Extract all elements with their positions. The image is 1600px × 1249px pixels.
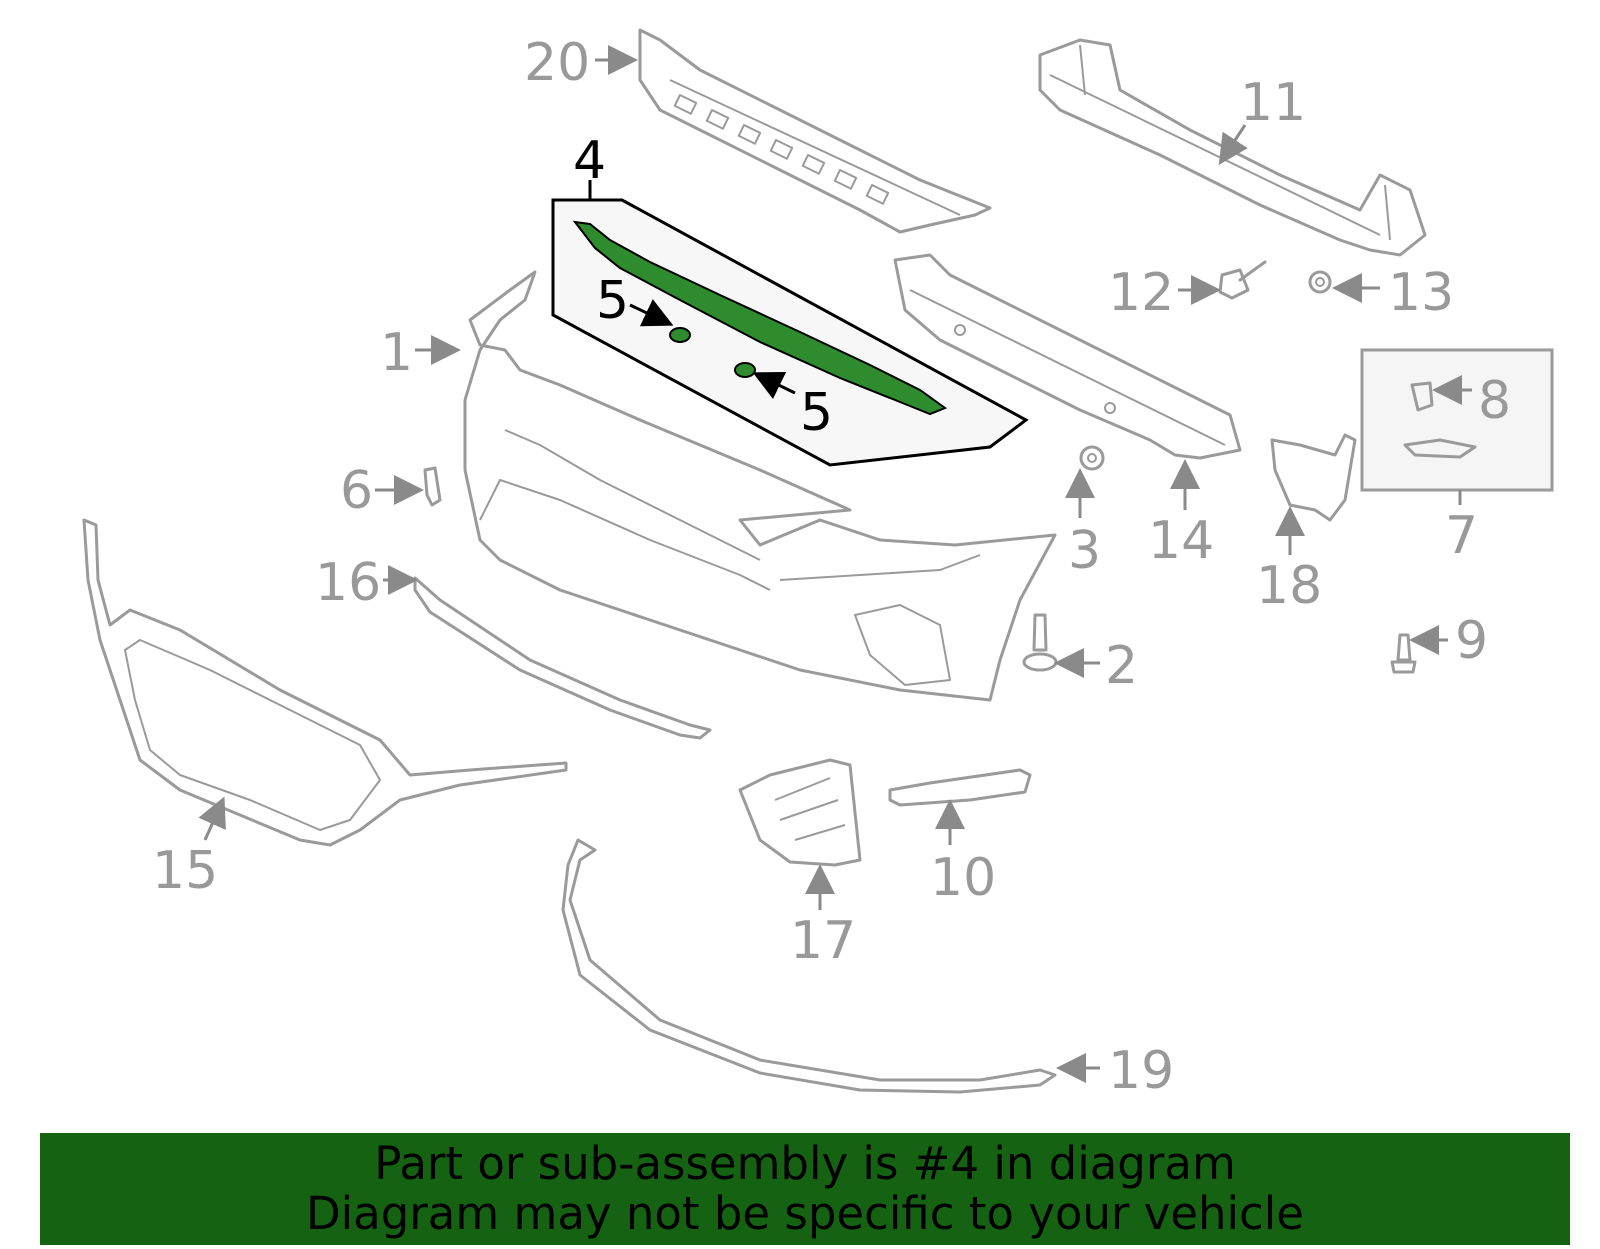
part-15-grille — [82, 518, 568, 847]
part-7-kit-box — [1360, 348, 1554, 492]
info-banner: Part or sub-assembly is #4 in diagram Di… — [40, 1133, 1570, 1245]
callout-4: 4 — [573, 131, 606, 191]
part-16-molding — [413, 576, 712, 740]
part-19-lower-molding — [561, 838, 1057, 1094]
callout-15: 15 — [152, 841, 218, 901]
callout-6: 6 — [340, 461, 373, 521]
callout-13: 13 — [1388, 263, 1454, 323]
callout-12: 12 — [1108, 263, 1174, 323]
callout-17: 17 — [790, 911, 856, 971]
part-2-screw — [1022, 613, 1058, 672]
part-1-bumper-cover — [463, 270, 1057, 702]
part-18-side-bracket — [1270, 433, 1357, 522]
banner-line-disclaimer: Diagram may not be specific to your vehi… — [306, 1187, 1304, 1240]
banner-line-part: Part or sub-assembly is #4 in diagram — [374, 1137, 1236, 1190]
part-12-bolt — [1218, 260, 1267, 300]
callout-1: 1 — [380, 323, 413, 383]
part-20-upper-bracket — [638, 28, 992, 234]
leader-lines — [198, 45, 1472, 1083]
callout-5-lower: 5 — [800, 383, 833, 443]
callout-8: 8 — [1478, 371, 1511, 431]
part-6-clip — [423, 466, 442, 507]
part-17-fog-cover — [738, 758, 862, 867]
callout-18: 18 — [1256, 556, 1322, 616]
part-9-screw — [1390, 633, 1417, 674]
callout-11: 11 — [1240, 73, 1306, 133]
callout-19: 19 — [1108, 1041, 1174, 1101]
callout-20: 20 — [524, 33, 590, 93]
part-14-absorber — [893, 253, 1242, 460]
part-4-molding-highlight — [572, 220, 948, 416]
callout-9: 9 — [1455, 611, 1488, 671]
callout-10: 10 — [930, 848, 996, 908]
callout-5-upper: 5 — [596, 271, 629, 331]
part-3-nut — [1079, 445, 1105, 471]
callout-14: 14 — [1148, 511, 1214, 571]
callout-7: 7 — [1445, 506, 1478, 566]
part-4-highlight-box — [551, 198, 1029, 467]
part-10-bracket — [888, 768, 1032, 807]
callout-16: 16 — [315, 553, 381, 613]
callout-3: 3 — [1068, 521, 1101, 581]
callout-2: 2 — [1105, 636, 1138, 696]
part-13-nut — [1308, 270, 1332, 294]
part-11-reinforcement-beam — [1038, 38, 1427, 257]
